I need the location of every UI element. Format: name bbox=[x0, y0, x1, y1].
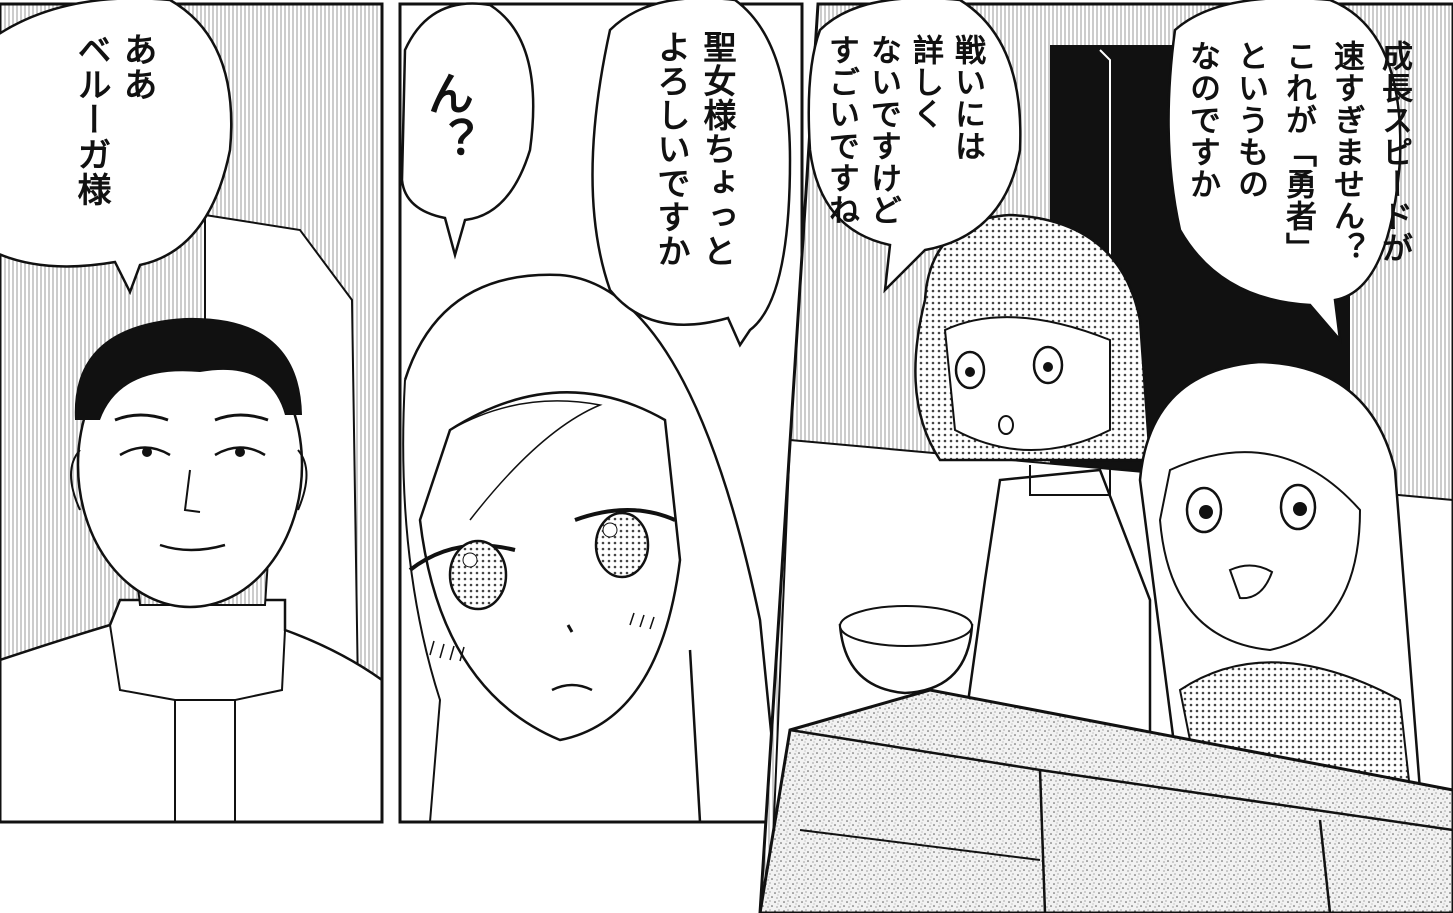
bubble-right-large bbox=[1167, 0, 1402, 344]
dialogue-middle-large: 聖女様ちょっと よろしいですか bbox=[652, 30, 737, 268]
bubble-middle-small bbox=[400, 2, 535, 260]
dialogue-middle-small: ん？ bbox=[421, 70, 475, 164]
dialogue-right-small: 戦いには 詳しく ないですけど すごいですね bbox=[823, 34, 985, 226]
bubble-left bbox=[0, 0, 233, 296]
dialogue-left: ああ ベルーガ様 bbox=[71, 32, 157, 207]
speech-bubbles bbox=[0, 0, 1402, 348]
dialogue-right-large: 成長スピードが 速すぎません？ これが「勇者」 というもの なのですか bbox=[1184, 40, 1412, 264]
bubble-middle-large bbox=[591, 0, 792, 348]
bubble-right-small bbox=[807, 0, 1022, 294]
